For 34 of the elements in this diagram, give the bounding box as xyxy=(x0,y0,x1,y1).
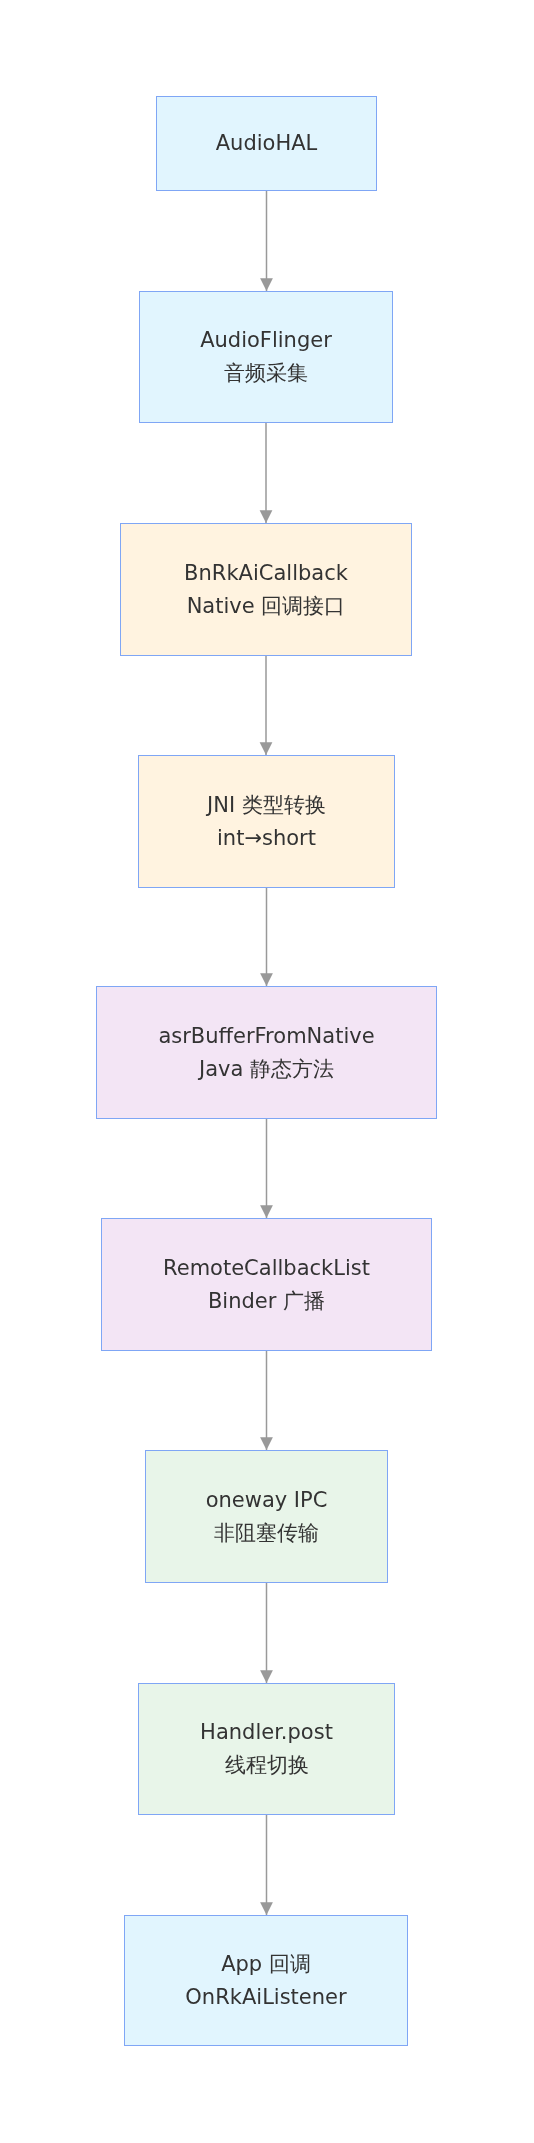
arrow xyxy=(260,1118,273,1219)
arrow xyxy=(259,422,273,524)
box-label: Java 静态方法 xyxy=(198,1055,334,1083)
box-label: oneway IPC xyxy=(205,1486,328,1514)
box-label: OnRkAiListener xyxy=(185,1983,347,2011)
box-label: 非阻塞传输 xyxy=(214,1519,319,1547)
box-label: JNI 类型转换 xyxy=(207,791,326,819)
arrow xyxy=(260,1350,273,1451)
process-box xyxy=(145,1450,388,1583)
arrow xyxy=(260,887,273,987)
box-label: 音频采集 xyxy=(224,360,308,387)
box-label: Handler.post xyxy=(200,1719,333,1746)
process-box xyxy=(138,755,395,888)
arrow xyxy=(260,1814,273,1916)
process-box xyxy=(96,986,437,1119)
box-label: AudioFlinger xyxy=(200,327,332,354)
box-label: BnRkAiCallback xyxy=(184,559,348,587)
box-label: AudioHAL xyxy=(215,130,318,157)
process-box xyxy=(139,291,393,423)
arrow xyxy=(260,1582,273,1684)
process-box xyxy=(138,1683,395,1815)
arrow xyxy=(260,190,273,292)
arrow xyxy=(259,655,273,756)
process-box xyxy=(124,1915,408,2046)
box-label: 线程切换 xyxy=(224,1752,309,1779)
process-box xyxy=(101,1218,432,1351)
box-label: int→short xyxy=(217,824,316,852)
box-label: Binder 广播 xyxy=(207,1287,326,1315)
box-label: asrBufferFromNative xyxy=(158,1022,375,1050)
process-box xyxy=(156,96,377,191)
box-label: Native 回调接口 xyxy=(186,592,346,620)
process-box xyxy=(120,523,412,656)
box-label: RemoteCallbackList xyxy=(163,1254,370,1282)
box-label: App 回调 xyxy=(221,1950,311,1978)
